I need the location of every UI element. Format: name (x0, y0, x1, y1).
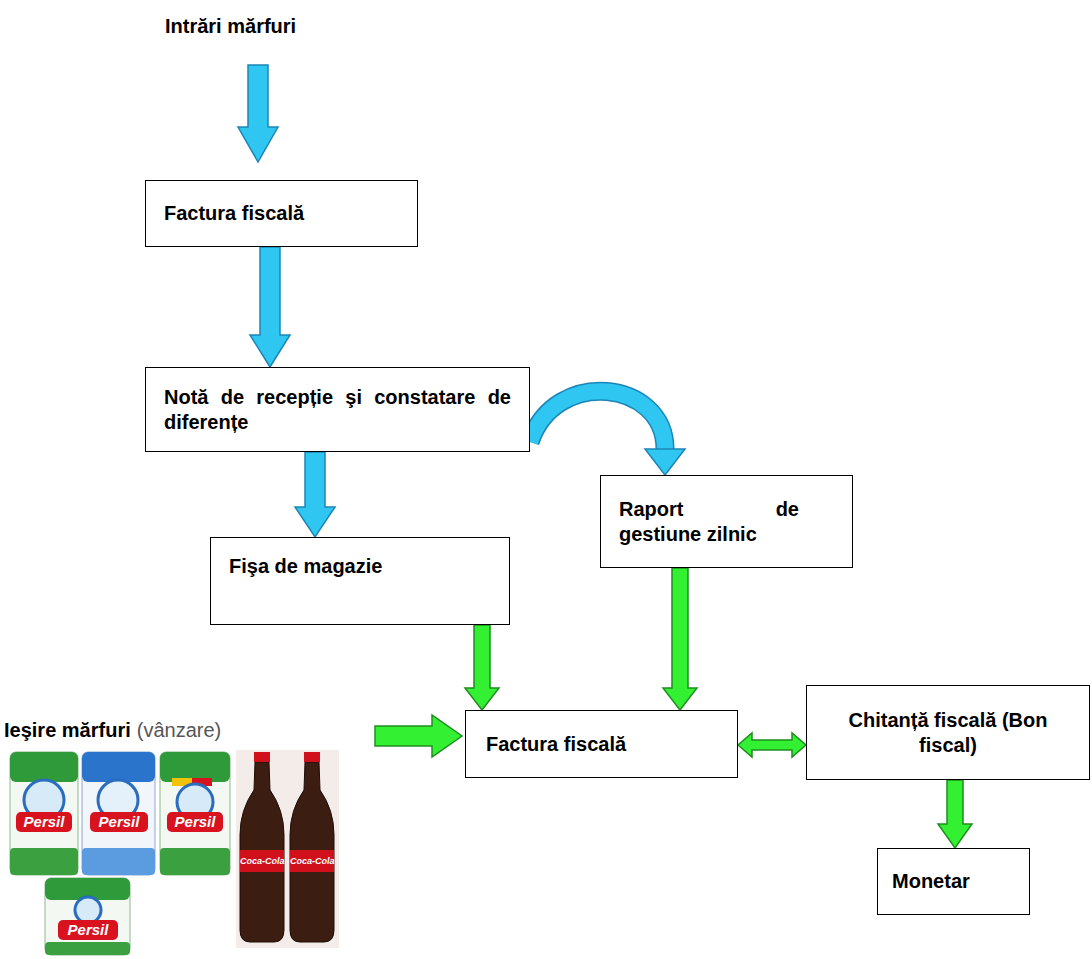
box-text: Factura fiscală (164, 201, 399, 226)
brand-logo: Coca-Cola (240, 850, 284, 872)
bottle-label (290, 850, 334, 872)
arrow-outline (530, 391, 665, 449)
document-box: Fişa de magazie (210, 537, 510, 625)
output-heading: Ieşire mărfuri (4, 718, 131, 743)
bag-swirl (75, 897, 101, 923)
box-text: Fişa de magazie (229, 554, 491, 579)
bag-logo (167, 812, 223, 832)
flow-arrow (663, 568, 697, 710)
detergent-bag (82, 752, 155, 875)
detergent-bag (10, 752, 78, 875)
document-box: Raport de gestiune zilnic (600, 475, 853, 568)
bag-band (45, 942, 130, 955)
brand-logo: Coca-Cola (290, 850, 334, 872)
arrow-head (645, 449, 685, 475)
detergent-bag (160, 752, 230, 875)
brand-logo: Persil (90, 812, 148, 832)
box-text: Chitanță fiscală (Bon fiscal) (823, 708, 1073, 758)
box-text: Raport de gestiune zilnic (619, 497, 799, 547)
bag-band (10, 848, 78, 875)
bag-band (160, 752, 230, 782)
bottle-cap (304, 752, 320, 762)
flow-arrow (938, 780, 972, 848)
box-text: Monetar (892, 869, 1015, 894)
detergent-bag (45, 878, 130, 955)
flow-arrow (465, 625, 499, 710)
bottle-label (240, 850, 284, 872)
flow-arrow (295, 452, 335, 537)
brand-logo: Persil (58, 920, 118, 940)
brand-logo: Persil (167, 812, 223, 832)
document-box: Chitanță fiscală (Bon fiscal) (806, 685, 1090, 780)
double-arrow (738, 733, 806, 757)
bag-band (10, 752, 78, 782)
box-text: Notă de recepție şi constatare de difere… (164, 385, 511, 435)
brand-logo: Persil (16, 812, 72, 832)
cola-bottle (290, 762, 334, 942)
photo-ground (236, 750, 339, 948)
document-box: Notă de recepție şi constatare de difere… (145, 367, 530, 452)
document-box: Factura fiscală (465, 710, 738, 778)
flow-arrow (238, 65, 278, 162)
cola-bottle (240, 762, 284, 942)
bag-band (82, 848, 155, 875)
box-text: Factura fiscală (486, 732, 717, 757)
document-box: Factura fiscală (145, 180, 418, 247)
curved-arrow (530, 391, 685, 475)
bag-logo (90, 812, 148, 832)
bag-logo (58, 920, 118, 940)
output-note: (vânzare) (137, 718, 221, 743)
flow-arrow (250, 247, 290, 367)
bag-logo (16, 812, 72, 832)
bottle-cap (254, 752, 270, 762)
cash-box: Monetar (877, 848, 1030, 915)
bag-band (82, 752, 155, 782)
arrow-body (530, 391, 665, 449)
flow-arrow (375, 715, 462, 757)
bag-band (160, 848, 230, 875)
input-heading: Intrări mărfuri (165, 14, 296, 39)
